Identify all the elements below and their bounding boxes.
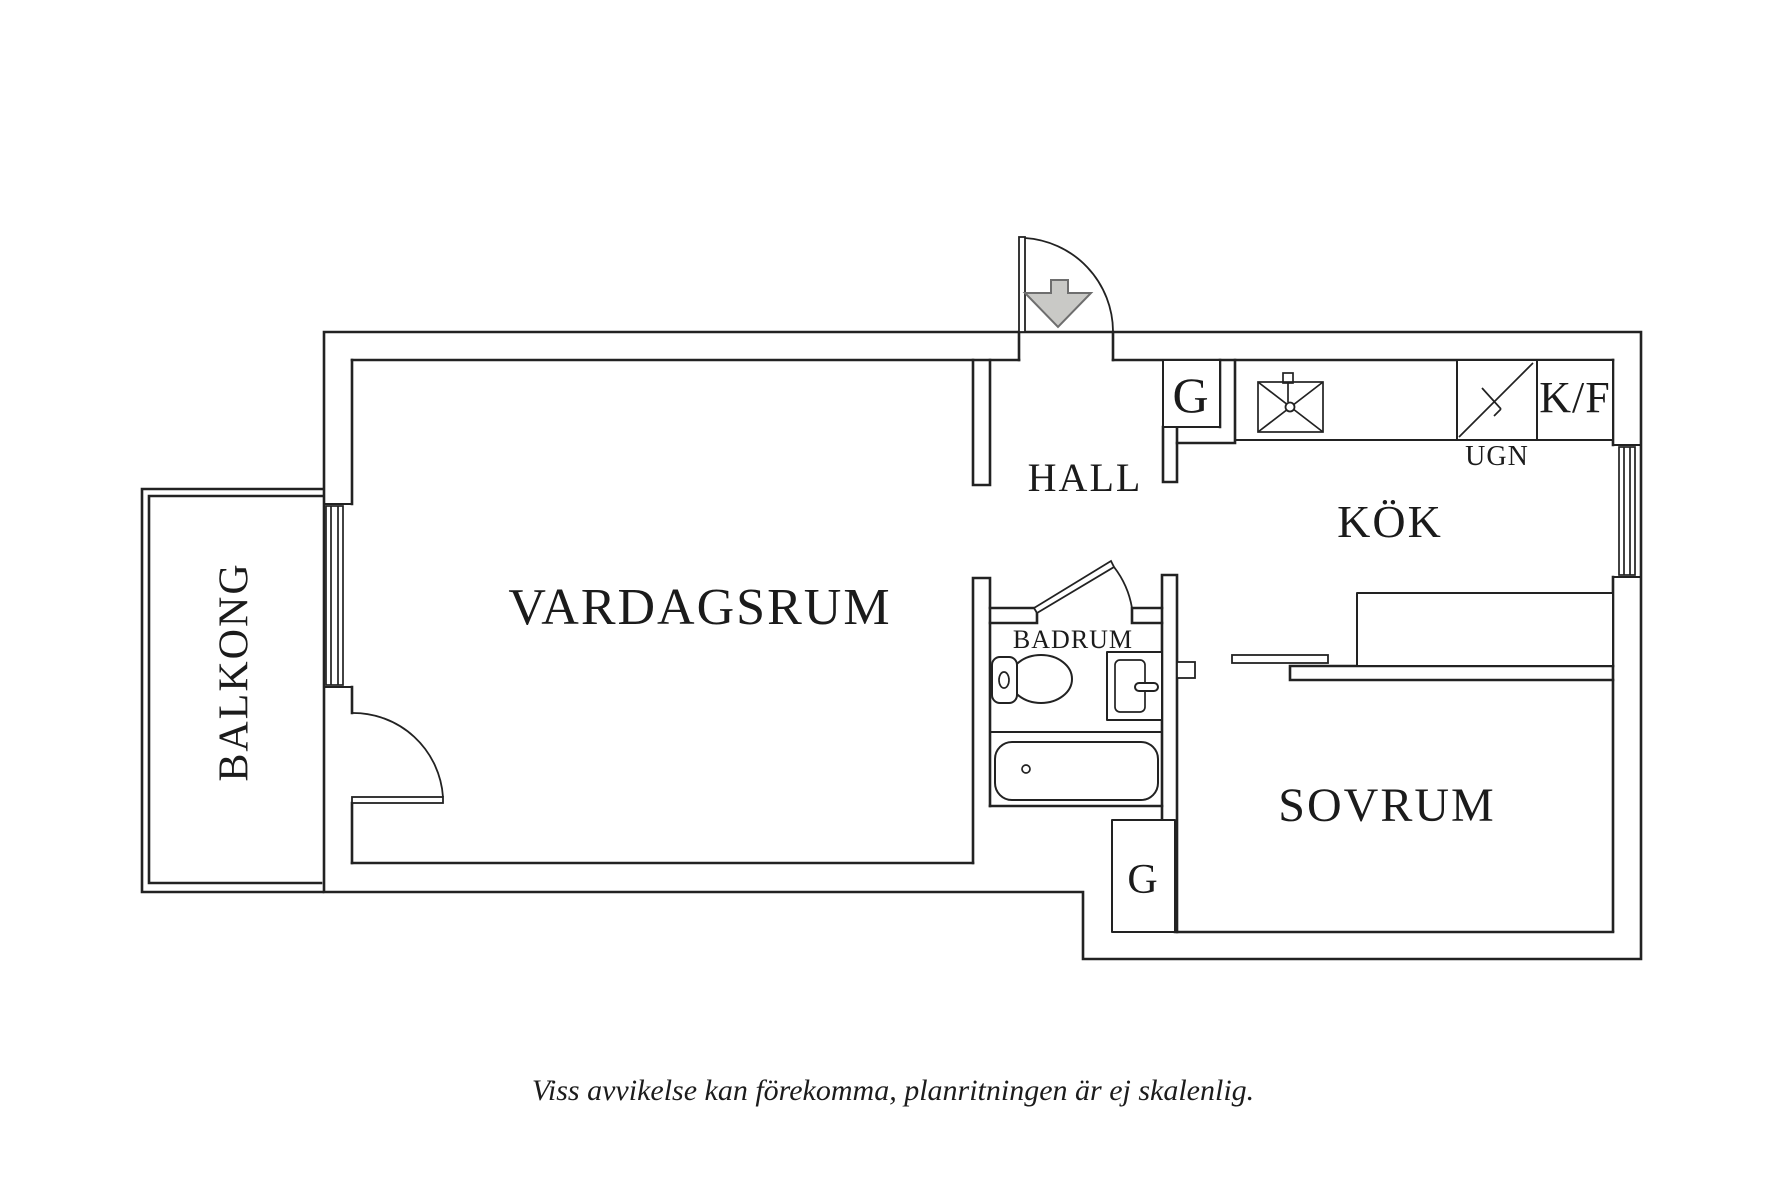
washbasin-icon [1106,651,1163,721]
kitchen-bedroom-wall [1288,664,1615,682]
closet-bottom-label: G [1127,857,1158,903]
balcony-door-icon [351,712,444,804]
balcony-door-arc [351,712,444,798]
hall-label: HALL [1028,455,1143,500]
left-window-caps [323,503,353,688]
livingroom-hall-wall [971,358,992,487]
entrance-arrow-icon [1022,279,1094,329]
right-window-caps [1612,444,1642,578]
entrance-door-arc [1024,237,1114,332]
kitchen-label: KÖK [1337,496,1443,547]
oven-label: UGN [1465,441,1529,472]
closet-bottom-box [1111,819,1176,933]
entrance-jambs [1017,330,1115,362]
kitchen-sink-icon [1257,372,1324,433]
livingroom-bathroom-wall [971,576,992,865]
sliding-door-jamb-tab [1176,661,1196,679]
kitchen-peninsula-counter [1356,592,1614,667]
bedroom-window-icon [1618,446,1636,576]
bathroom-top-wall [988,606,1164,625]
balcony-door-leaf [351,796,444,804]
bedroom-label: SOVRUM [1278,779,1495,832]
disclaimer-text: Viss avvikelse kan förekomma, planritnin… [532,1074,1254,1107]
bathroom-label: BADRUM [1013,625,1133,654]
bathroom-door-arc [1113,566,1133,609]
balcony-label: BALKONG [212,562,258,781]
entrance-arrow-shape [1022,279,1094,329]
balcony-window-icon [325,505,344,686]
toilet-icon [991,654,1073,704]
inner-walls [323,330,1642,934]
entrance-door-leaf [1018,236,1026,333]
bathtub-icon [994,741,1159,801]
fridge-freezer-box [1536,359,1614,441]
stove-icon [1458,362,1534,438]
closet-top-box [1162,359,1221,428]
bathroom-door-leaf [1032,559,1116,615]
fridge-freezer-label: K/F [1539,373,1610,422]
bathroom-door-icon [1032,559,1133,615]
entrance-door-icon [1018,236,1114,333]
livingroom-label: VARDAGSRUM [508,579,891,636]
balcony-outer-wall [140,487,325,894]
apartment-outer-wall [322,330,1643,961]
bedroom-sliding-door-leaf [1231,654,1329,664]
balcony-outline [140,487,325,894]
hall-closet-stub-wall [1161,425,1179,484]
closet-top-label: G [1172,367,1209,423]
balcony-inner-wall [147,494,325,885]
